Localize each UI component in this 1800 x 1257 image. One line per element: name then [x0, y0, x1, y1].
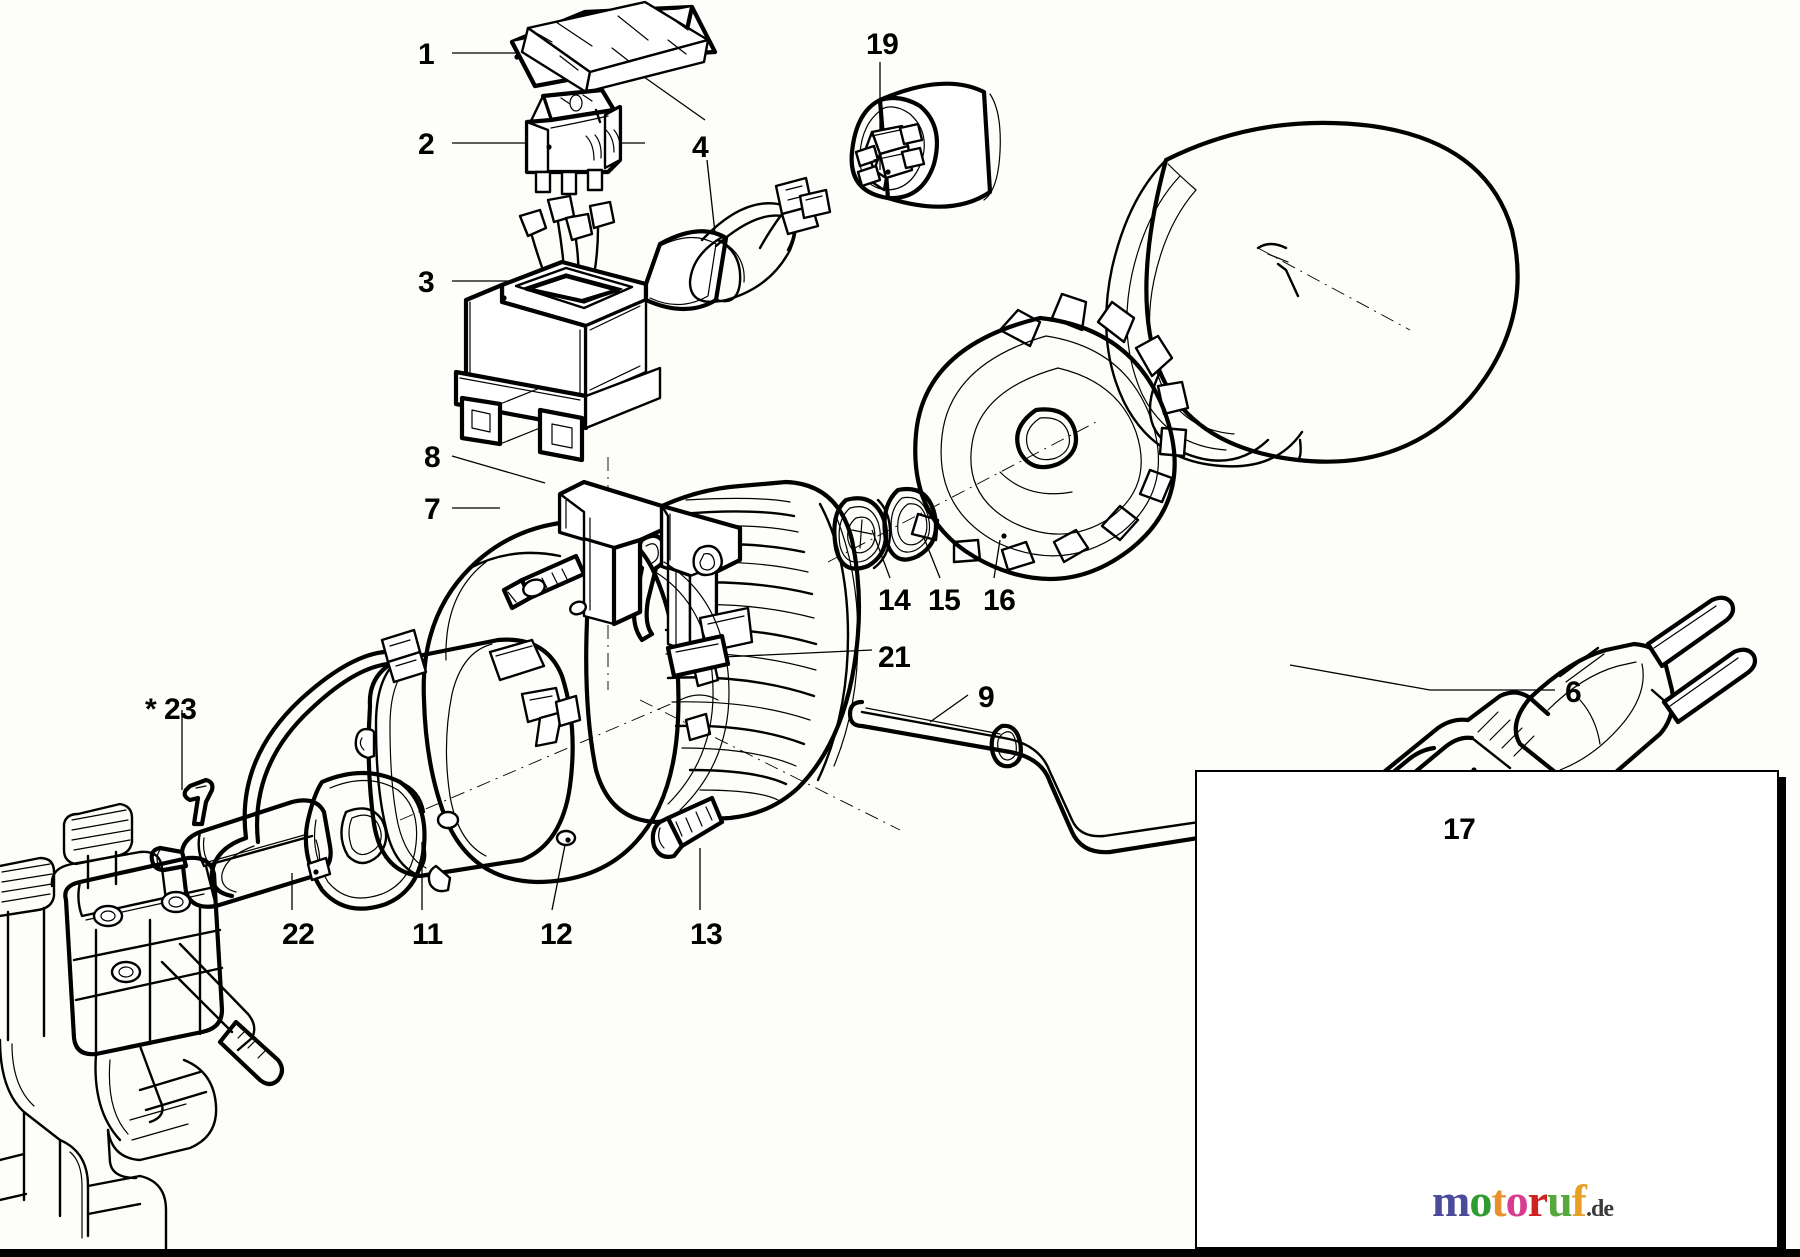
fan-blades: [910, 292, 1190, 572]
callout-23: * 23: [145, 693, 197, 726]
callout-19: 19: [866, 28, 899, 61]
part-19-run-capacitor: [849, 81, 1001, 209]
inset-panel: [1195, 770, 1779, 1249]
motoruf-watermark-logo: motoruf.de: [1432, 1175, 1614, 1226]
part-16-cooling-fan: [910, 292, 1190, 581]
bottom-rule: [0, 1249, 1800, 1257]
callout-7: 7: [424, 493, 441, 526]
callout-22: 22: [282, 918, 315, 951]
part-13-screw: [650, 795, 725, 859]
callout-16: 16: [983, 584, 1016, 617]
callout-12: 12: [540, 918, 573, 951]
pump-assembly-partial: [0, 802, 285, 1252]
logo-letter-r: r: [1527, 1175, 1548, 1226]
logo-letter-u: u: [1547, 1175, 1573, 1226]
callout-14: 14: [878, 584, 911, 617]
callout-6: 6: [1565, 676, 1582, 709]
callout-13: 13: [690, 918, 723, 951]
callout-4: 4: [692, 131, 709, 164]
logo-letter-m: m: [1432, 1175, 1470, 1226]
callout-8: 8: [424, 441, 441, 474]
callout-9: 9: [978, 681, 995, 714]
part-4-wire-harness: [688, 176, 832, 304]
part-21-stator-wedge: [665, 633, 731, 679]
part-22-pressure-switch: [149, 628, 428, 909]
callout-15: 15: [928, 584, 961, 617]
callout-21: 21: [878, 641, 911, 674]
callout-1: 1: [418, 38, 435, 71]
part-11-rubber-sleeve: [303, 770, 427, 911]
logo-letter-o1: o: [1469, 1175, 1492, 1226]
spade-terminals: [518, 194, 616, 298]
logo-letter-f: f: [1571, 1175, 1587, 1226]
logo-letter-o2: o: [1505, 1175, 1529, 1226]
part-12-motor-housing: [354, 479, 862, 893]
logo-letter-t: t: [1491, 1175, 1506, 1226]
part-6-power-cord-plug: [1326, 595, 1758, 838]
part-23-retaining-clip: [182, 777, 215, 827]
motor-cover-shell: [1105, 120, 1520, 468]
leader-lines: [181, 52, 1555, 911]
part-2-rocker-switch: [524, 87, 623, 196]
part-3-terminal-box: [453, 194, 745, 463]
logo-tld: .de: [1586, 1196, 1614, 1222]
callout-3: 3: [418, 266, 435, 299]
part-1-switch-cover-plate: [509, 0, 718, 94]
part-9-pressure-tube: [847, 699, 1316, 855]
callout-17: 17: [1443, 813, 1476, 846]
callout-11: 11: [412, 918, 443, 951]
callout-2: 2: [418, 128, 435, 161]
